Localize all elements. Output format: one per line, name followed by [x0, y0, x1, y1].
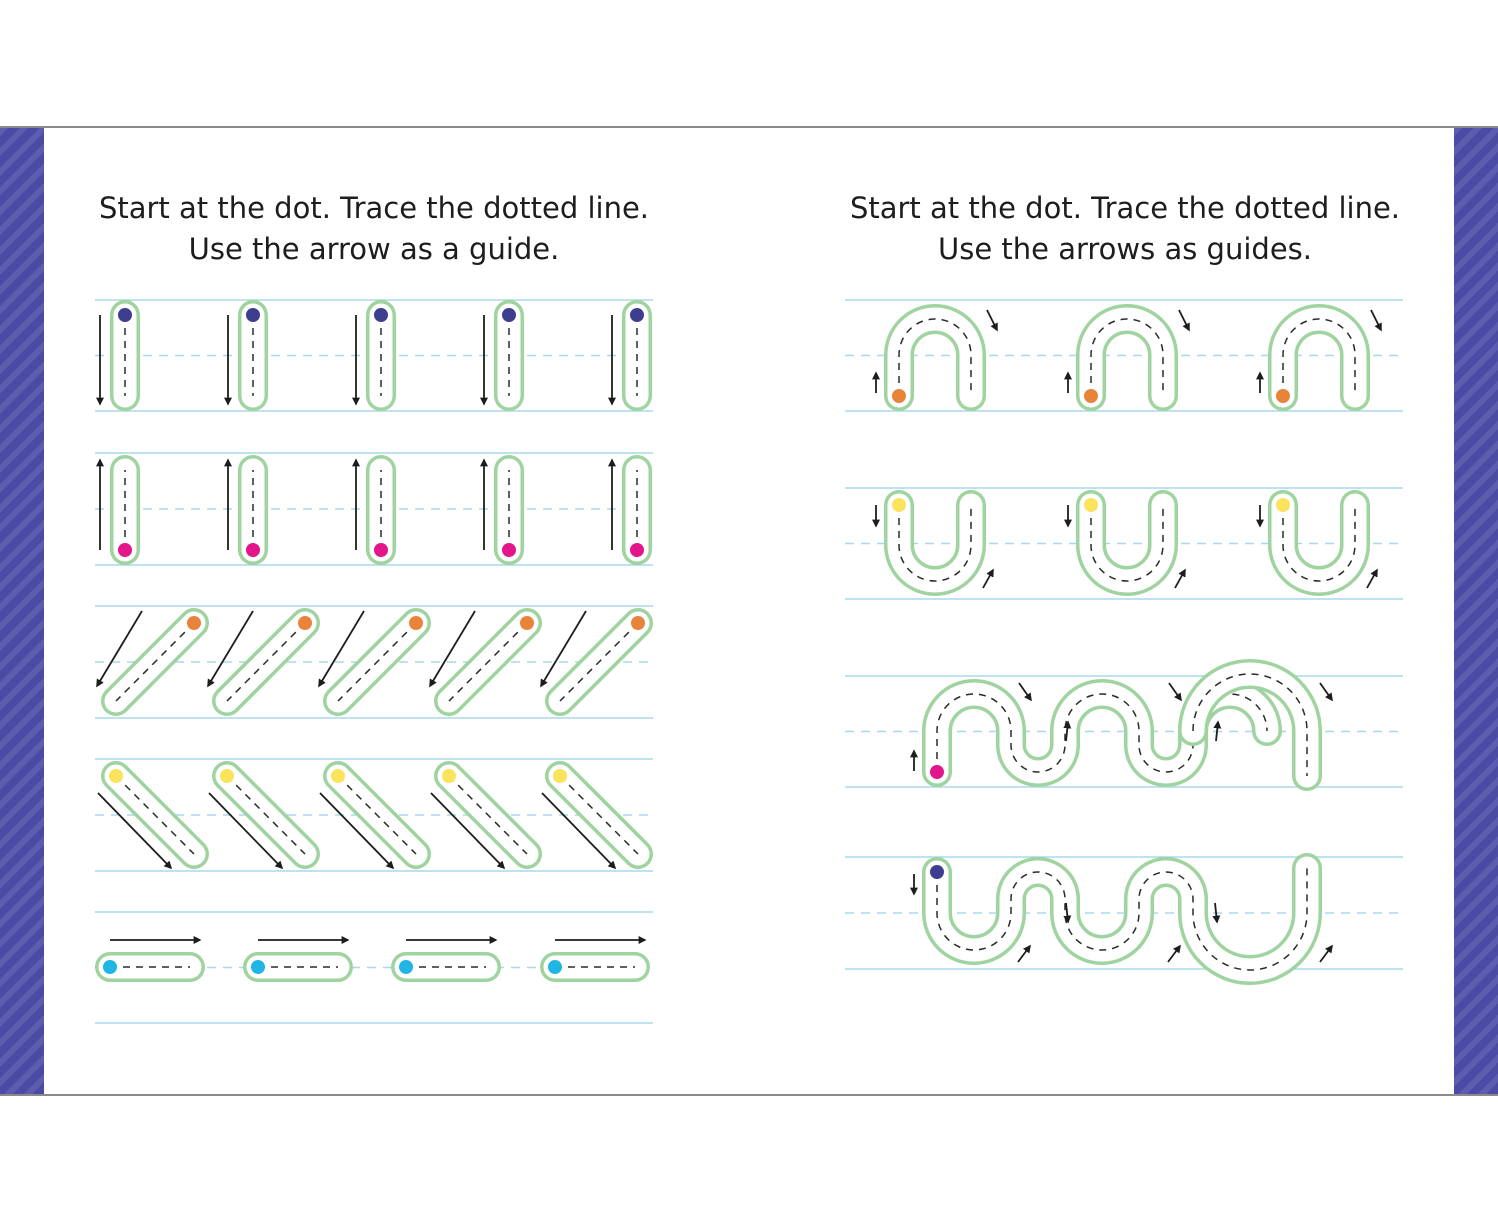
start-dot: [892, 389, 906, 403]
direction-arrow-icon: [97, 792, 173, 870]
start-dot: [331, 769, 345, 783]
direction-arrow-icon: [1213, 720, 1222, 742]
start-dot: [374, 543, 388, 557]
dotted-trace-line: [1192, 673, 1308, 776]
start-dot: [298, 616, 312, 630]
left-page-edge-band: [0, 128, 44, 1094]
direction-arrow-icon: [1212, 902, 1221, 924]
dotted-trace-line: [115, 775, 195, 855]
direction-arrow-icon: [1178, 309, 1190, 332]
direction-arrow-icon: [1017, 944, 1031, 963]
start-dot: [251, 960, 265, 974]
dotted-trace-line: [936, 868, 1308, 971]
direction-arrow-icon: [429, 610, 476, 688]
direction-arrow-icon: [207, 610, 254, 688]
start-dot: [630, 543, 644, 557]
dotted-trace-line: [1090, 505, 1164, 582]
dotted-trace-line: [448, 622, 528, 702]
direction-arrow-icon: [1168, 682, 1182, 702]
start-dot: [374, 308, 388, 322]
direction-arrow-icon: [1370, 309, 1382, 332]
direction-arrow-icon: [318, 610, 365, 688]
start-dot: [1084, 389, 1098, 403]
start-dot: [520, 616, 534, 630]
tracing-track-fill: [925, 856, 1319, 982]
dotted-trace-line: [1282, 505, 1356, 582]
start-dot: [118, 308, 132, 322]
dotted-trace-line: [898, 505, 972, 582]
start-dot: [502, 543, 516, 557]
start-dot: [109, 769, 123, 783]
start-dot: [442, 769, 456, 783]
direction-arrow-icon: [541, 792, 617, 870]
start-dot: [930, 765, 944, 779]
right-instruction-line-1: Start at the dot. Trace the dotted line.: [849, 191, 1401, 225]
tracing-track-fill: [1271, 493, 1367, 593]
start-dot: [930, 865, 944, 879]
direction-arrow-icon: [319, 792, 395, 870]
dotted-trace-line: [1282, 318, 1356, 396]
direction-arrow-icon: [1319, 682, 1333, 702]
direction-arrow-icon: [430, 792, 506, 870]
direction-arrow-icon: [1167, 944, 1181, 963]
direction-arrow-icon: [96, 610, 143, 688]
right-instruction-line-2: Use the arrows as guides.: [938, 232, 1312, 266]
tracing-track-fill: [887, 493, 983, 593]
direction-arrow-icon: [1366, 568, 1378, 589]
right-page-edge-band: [1454, 128, 1498, 1094]
start-dot: [502, 308, 516, 322]
left-instruction-line-2: Use the arrow as a guide.: [188, 232, 560, 266]
direction-arrow-icon: [1018, 682, 1032, 702]
start-dot: [631, 616, 645, 630]
start-dot: [892, 498, 906, 512]
workbook-spread: Start at the dot. Trace the dotted line.…: [0, 126, 1498, 1096]
direction-arrow-icon: [1063, 720, 1072, 742]
start-dot: [1084, 498, 1098, 512]
direction-arrow-icon: [1063, 902, 1072, 924]
direction-arrow-icon: [982, 568, 994, 589]
start-dot: [1276, 498, 1290, 512]
tracing-track-fill: [1079, 493, 1175, 593]
left-page-instruction: Start at the dot. Trace the dotted line.…: [54, 188, 694, 270]
start-dot: [118, 543, 132, 557]
dotted-trace-line: [936, 693, 1268, 773]
start-dot: [399, 960, 413, 974]
direction-arrow-icon: [540, 610, 587, 688]
direction-arrow-icon: [1319, 944, 1333, 963]
start-dot: [187, 616, 201, 630]
dotted-trace-line: [337, 622, 417, 702]
start-dot: [246, 308, 260, 322]
start-dot: [548, 960, 562, 974]
start-dot: [1276, 389, 1290, 403]
start-dot: [409, 616, 423, 630]
start-dot: [220, 769, 234, 783]
left-instruction-line-1: Start at the dot. Trace the dotted line.: [98, 191, 650, 225]
start-dot: [630, 308, 644, 322]
start-dot: [553, 769, 567, 783]
start-dot: [246, 543, 260, 557]
dotted-trace-line: [115, 622, 195, 702]
dotted-trace-line: [226, 775, 306, 855]
direction-arrow-icon: [986, 309, 998, 332]
dotted-trace-line: [1090, 318, 1164, 396]
dotted-trace-line: [448, 775, 528, 855]
dotted-trace-line: [898, 318, 972, 396]
start-dot: [103, 960, 117, 974]
dotted-trace-line: [226, 622, 306, 702]
right-page-instruction: Start at the dot. Trace the dotted line.…: [805, 188, 1445, 270]
dotted-trace-line: [559, 622, 639, 702]
dotted-trace-line: [559, 775, 639, 855]
direction-arrow-icon: [208, 792, 284, 870]
direction-arrow-icon: [1174, 568, 1186, 589]
dotted-trace-line: [337, 775, 417, 855]
